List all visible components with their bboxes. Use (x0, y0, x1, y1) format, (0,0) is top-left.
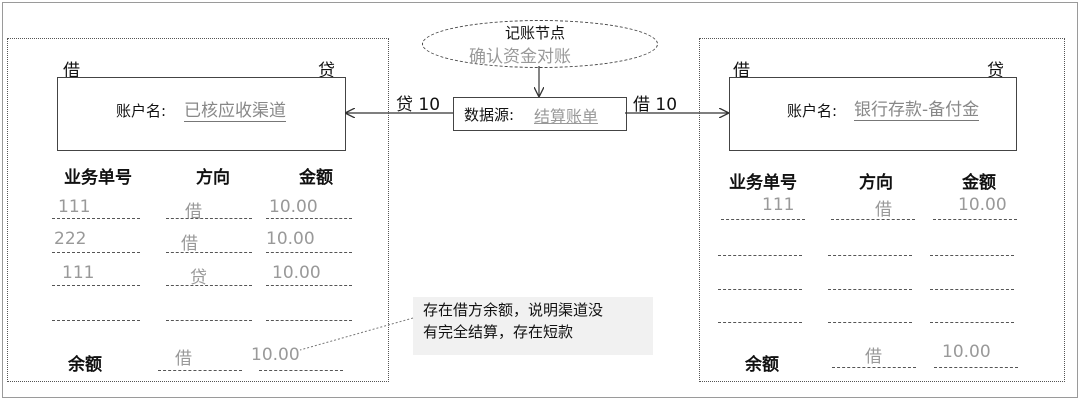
right-row-1-id: 111 (762, 195, 795, 215)
right-ledger-panel (699, 38, 1065, 382)
left-row-4-rule (52, 320, 140, 321)
left-row-3-dir: 贷 (190, 268, 207, 288)
callout-note-line-2: 有完全结算，存在短款 (423, 323, 574, 341)
left-row-3-rule (266, 285, 352, 286)
right-row-4-rule (930, 322, 1014, 323)
left-row-1-amount: 10.00 (269, 197, 318, 217)
left-balance-rule (259, 370, 343, 371)
left-row-1-dir: 借 (185, 202, 202, 222)
right-row-4-rule (828, 322, 912, 323)
credit-arrow-label: 贷 10 (396, 95, 441, 115)
right-header-amount: 金额 (962, 173, 996, 193)
left-row-3-id: 111 (62, 263, 95, 283)
left-row-2-amount: 10.00 (266, 229, 315, 249)
data-source-label: 数据源: (464, 106, 515, 124)
left-balance-rule (158, 370, 242, 371)
right-row-3-rule (828, 289, 912, 290)
left-row-4-rule (266, 320, 352, 321)
left-header-amount: 金额 (299, 168, 333, 188)
left-row-3-rule (52, 285, 140, 286)
left-row-1-rule (266, 218, 352, 219)
right-row-3-rule (718, 289, 802, 290)
left-row-2-rule (266, 252, 352, 253)
left-debit-label: 借 (63, 61, 80, 81)
left-account-label: 账户名: (116, 102, 167, 120)
left-row-3-rule (166, 285, 252, 286)
right-row-1-rule (831, 219, 915, 220)
left-balance-label: 余额 (68, 355, 102, 375)
left-row-1-rule (166, 218, 252, 219)
left-account-value: 已核应收渠道 (184, 96, 286, 122)
left-row-1-id: 111 (58, 197, 91, 217)
right-row-1-dir: 借 (875, 200, 892, 220)
right-row-2-rule (828, 255, 912, 256)
right-row-4-rule (718, 322, 802, 323)
debit-arrow-label: 借 10 (633, 95, 678, 115)
right-account-value: 银行存款-备付金 (854, 95, 980, 121)
left-balance-amount: 10.00 (251, 345, 300, 365)
right-row-3-rule (930, 289, 1014, 290)
right-balance-rule (934, 367, 1018, 368)
left-ledger-panel (7, 38, 389, 382)
data-source-box: 数据源: 结算账单 (453, 97, 627, 131)
posting-node-title: 记账节点 (505, 24, 566, 42)
left-header-id: 业务单号 (64, 168, 132, 188)
right-balance-label: 余额 (745, 355, 779, 375)
left-row-2-id: 222 (54, 229, 87, 249)
right-row-1-rule (933, 219, 1017, 220)
right-account-label: 账户名: (787, 102, 838, 120)
left-account-box: 账户名: 已核应收渠道 (57, 77, 346, 151)
left-row-4-rule (166, 320, 252, 321)
right-row-2-rule (930, 255, 1014, 256)
posting-node-ellipse (422, 20, 658, 68)
right-balance-amount: 10.00 (942, 342, 991, 362)
posting-node-subtitle: 确认资金对账 (469, 47, 571, 67)
right-account-box: 账户名: 银行存款-备付金 (729, 77, 1017, 151)
right-debit-label: 借 (733, 61, 750, 81)
left-header-direction: 方向 (196, 168, 230, 188)
callout-note: 存在借方余额，说明渠道没 有完全结算，存在短款 (413, 297, 653, 355)
right-header-direction: 方向 (859, 173, 893, 193)
right-balance-rule (832, 367, 916, 368)
right-balance-dir: 借 (865, 347, 882, 367)
left-row-2-rule (52, 252, 140, 253)
left-row-1-rule (52, 218, 140, 219)
right-credit-label: 贷 (987, 61, 1004, 81)
left-row-3-amount: 10.00 (272, 263, 321, 283)
right-row-1-amount: 10.00 (958, 195, 1007, 215)
callout-note-line-1: 存在借方余额，说明渠道没 (423, 301, 604, 319)
left-row-2-rule (166, 252, 252, 253)
right-row-1-rule (721, 219, 805, 220)
right-row-2-rule (718, 255, 802, 256)
left-credit-label: 贷 (318, 61, 335, 81)
data-source-value: 结算账单 (534, 107, 599, 126)
right-header-id: 业务单号 (729, 173, 797, 193)
left-balance-dir: 借 (175, 349, 192, 369)
left-row-2-dir: 借 (181, 234, 198, 254)
